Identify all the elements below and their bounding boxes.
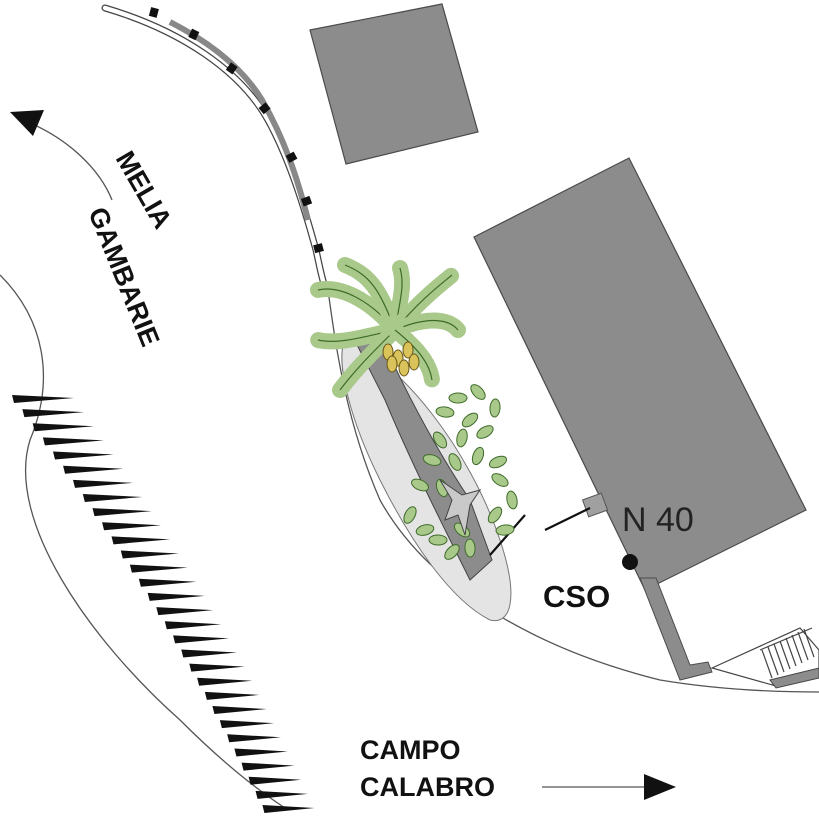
hatch-mark (234, 748, 288, 757)
shrub-leaf (403, 506, 417, 524)
hatch-mark (120, 550, 179, 559)
pointer-line-1 (544, 507, 591, 531)
shrub-leaf (428, 534, 448, 546)
label-calabro: CALABRO (360, 772, 495, 802)
palm-fruit (386, 355, 398, 373)
shrub-leaf (470, 384, 486, 400)
shrub-leaf (461, 412, 479, 428)
hatch-mark (82, 493, 143, 502)
hatch-mark (248, 776, 302, 785)
guardrail (101, 4, 330, 294)
building-wall (639, 577, 713, 681)
label-station-number: N 40 (622, 501, 694, 539)
annex-box (581, 492, 609, 518)
shrub-leaf (422, 454, 442, 466)
building-small (309, 3, 479, 165)
hatch-mark (138, 578, 197, 587)
shrub-leaf (476, 425, 494, 439)
hatch-mark (129, 564, 188, 573)
hatch-mark (189, 663, 245, 672)
hatch-mark (181, 649, 238, 658)
stairs (710, 627, 819, 689)
arrow-head-icon (10, 110, 44, 136)
hatch-mark (63, 465, 124, 474)
shrub-leaf (495, 524, 515, 536)
palm-frond-rib (339, 329, 396, 391)
shrub-leaf (506, 490, 518, 510)
hatch-mark (42, 437, 104, 446)
hatch-mark (164, 621, 222, 630)
shrub-leaf (432, 431, 448, 449)
label-campo: CAMPO (360, 735, 461, 765)
palm-fruit (408, 353, 420, 371)
hatch-mark (156, 607, 214, 616)
shrub-icon (403, 384, 518, 560)
shrub-leaf (415, 524, 435, 536)
hatch-mark (102, 522, 161, 531)
hatch-mark (212, 706, 267, 715)
label-melia: MELIA (110, 146, 178, 234)
hatch-mark (12, 395, 74, 403)
embankment-hatching (12, 395, 315, 813)
shrub-leaf (448, 453, 462, 471)
building-large (473, 157, 807, 591)
shrub-leaf (456, 428, 468, 448)
palm-fruit (402, 341, 414, 359)
shrub-leaf (489, 398, 501, 418)
shrub-leaf (487, 506, 503, 524)
hatch-mark (72, 479, 133, 488)
shrub-leaf (471, 446, 485, 466)
shrub-leaf (448, 392, 468, 404)
shrub-leaf (488, 455, 508, 469)
curb-wall (351, 329, 493, 581)
hatch-mark (262, 805, 315, 813)
shrub-leaf (411, 478, 429, 492)
hatch-mark (219, 720, 274, 729)
hatch-mark (255, 790, 308, 799)
palm-frond-rib (394, 319, 459, 331)
arrow-head-icon (644, 774, 676, 800)
shrub-leaf (435, 406, 455, 418)
arrow-melia-gambarie (10, 110, 113, 201)
shrub-leaf (444, 544, 460, 560)
road-edge-left (0, 274, 286, 809)
hatch-mark (197, 677, 253, 686)
hatch-mark (227, 734, 281, 743)
palm-frond-rib (394, 329, 433, 381)
shrub-leaf (464, 538, 476, 558)
arrow-campo-calabro (542, 774, 676, 800)
hatch-mark (32, 423, 94, 432)
hatch-mark (53, 451, 114, 460)
shrub-trunk (439, 479, 482, 536)
palm-fruit (398, 359, 410, 377)
shrub-leaf (491, 473, 509, 487)
hatch-mark (92, 508, 152, 517)
hatch-mark (173, 635, 230, 644)
hatch-mark (111, 536, 171, 545)
hatch-mark (147, 592, 205, 601)
palm-tree-icon (310, 257, 466, 398)
label-station-code: CSO (543, 579, 610, 614)
station-dot-icon (622, 554, 638, 570)
hatch-mark (241, 762, 295, 771)
hatch-mark (22, 409, 85, 418)
hatch-mark (204, 691, 260, 700)
